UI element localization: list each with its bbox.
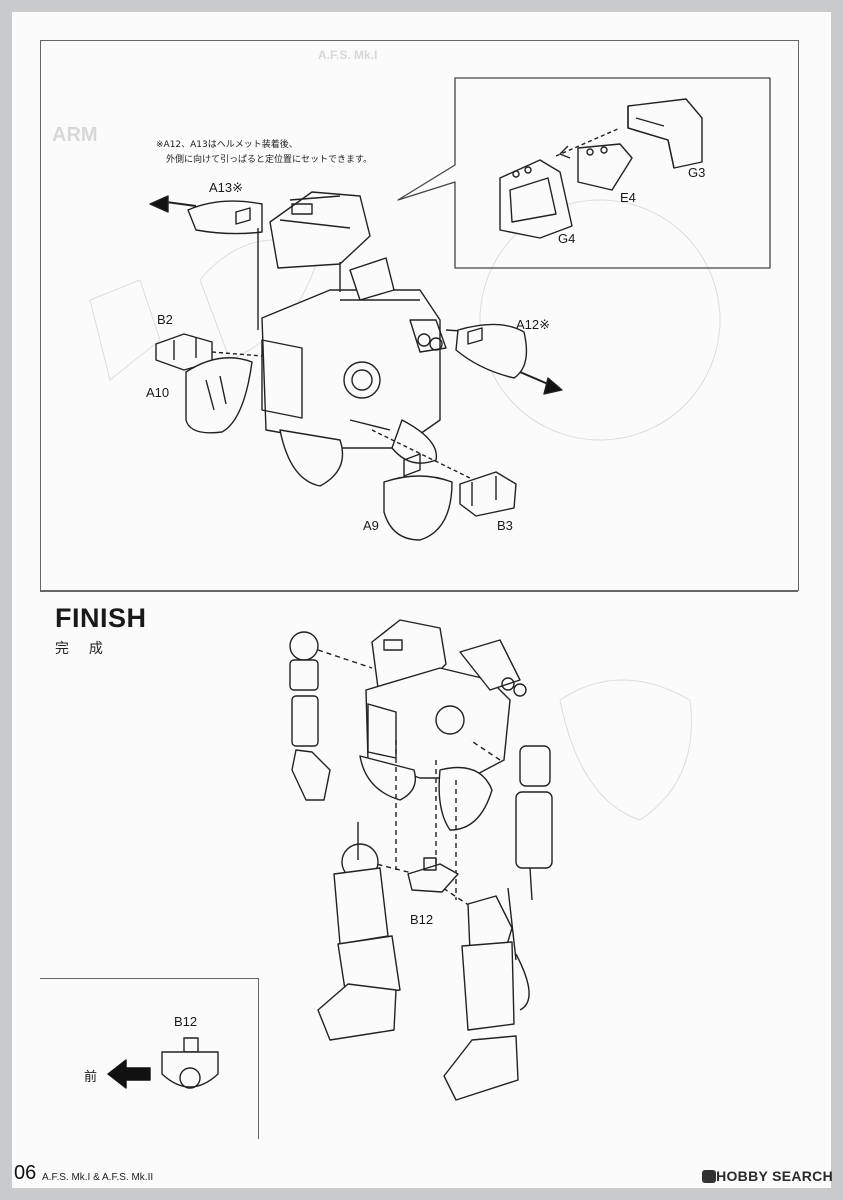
assembly-note: ※A12、A13はヘルメット装着後、 外側に向けて引っぱると定位置にセットできま… xyxy=(156,138,372,168)
step-frame xyxy=(40,40,799,591)
finish-subtitle: 完 成 xyxy=(55,640,111,656)
part-label-b12: B12 xyxy=(410,912,434,927)
section-divider xyxy=(40,590,798,592)
ghost-header-title: A.F.S. Mk.I xyxy=(318,48,378,62)
brand-logo-icon xyxy=(702,1170,716,1183)
ghost-section-title: ARM xyxy=(52,124,98,146)
inset-front-label: 前 xyxy=(84,1069,98,1084)
part-label-b2: B2 xyxy=(157,312,173,327)
finish-title: FINISH xyxy=(55,603,147,633)
part-label-a9: A9 xyxy=(363,518,379,533)
page-number: 06 xyxy=(14,1162,37,1184)
part-label-g3: G3 xyxy=(688,165,706,180)
assembly-note-line2: 外側に向けて引っぱると定位置にセットできます。 xyxy=(166,155,373,165)
assembly-note-line1: ※A12、A13はヘルメット装着後、 xyxy=(156,140,298,150)
brand-watermark: HOBBY SEARCH xyxy=(716,1168,833,1184)
part-label-b3: B3 xyxy=(497,518,513,533)
part-label-e4: E4 xyxy=(620,190,636,205)
part-label-a10: A10 xyxy=(146,385,170,400)
inset-detail-box xyxy=(40,978,259,1139)
product-name: A.F.S. Mk.I & A.F.S. Mk.II xyxy=(42,1172,154,1183)
instruction-page xyxy=(12,12,831,1188)
part-label-a13: A13※ xyxy=(209,180,244,195)
part-label-a12: A12※ xyxy=(516,317,551,332)
inset-part-label: B12 xyxy=(174,1014,198,1029)
part-label-g4: G4 xyxy=(558,231,576,246)
